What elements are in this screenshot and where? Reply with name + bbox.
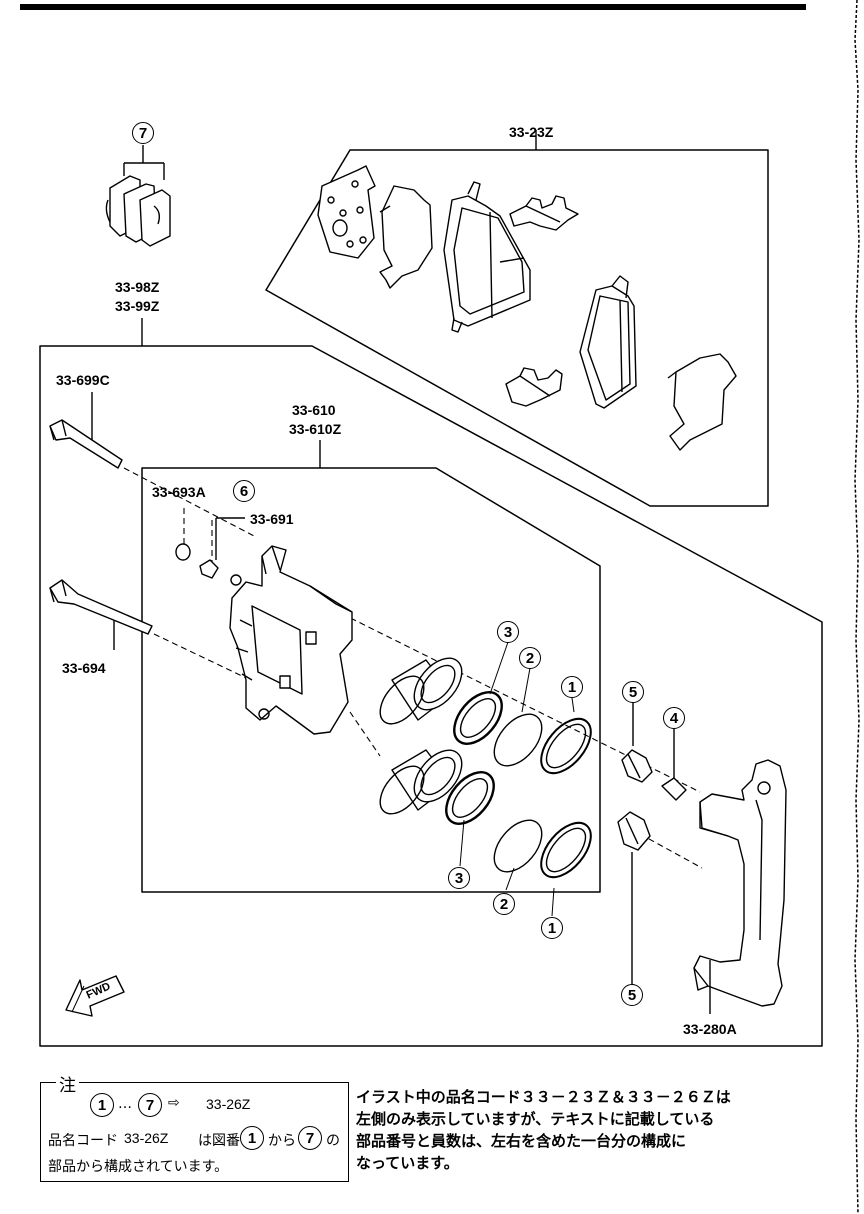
piston-lower [379,749,463,815]
label-guide-pin-lower: 33-694 [62,660,106,676]
guide-pin-lower [49,579,153,650]
callout-1-boot-lower: 1 [541,917,563,939]
note-line2-code: 33-26Z [124,1130,169,1146]
label-caliper-b: 33-610Z [289,421,342,437]
note-circle-7: 7 [138,1093,162,1117]
description-line-1: イラスト中の品名コード３３－２３Ｚ＆３３－２６Ｚは [356,1088,731,1106]
label-guide-pin-upper: 33-699C [56,372,110,388]
callout-2-ring-upper: 2 [519,647,541,669]
pad-clip-upper [509,195,579,231]
description-text: イラスト中の品名コード３３－２３Ｚ＆３３－２６Ｚは 左側のみ表示していますが、テ… [356,1086,816,1174]
bleeder-cap [175,543,191,561]
label-caliper-a: 33-610 [292,402,336,418]
label-pad-kit: 33-23Z [509,124,554,140]
note-code-1: 33-26Z [206,1096,251,1112]
note-line2-circle-7: 7 [298,1126,322,1150]
callout-5-pin-boot-upper: 5 [622,681,644,703]
pin-boot-lower [617,811,651,986]
guide-pin-upper [49,392,123,469]
pad-clip-lower [505,367,563,407]
note-line3: 部品から構成されています。 [48,1159,229,1175]
top-rule [20,4,806,10]
caliper-body-frame [141,440,601,893]
label-shim-kit-a: 33-98Z [115,279,160,295]
note-line2-mid: は図番 [198,1133,240,1149]
callout-7-shim-kit: 7 [132,122,154,144]
note-circle-1: 1 [90,1093,114,1117]
callout-6-bleeder-set: 6 [233,480,255,502]
piston-upper [379,657,463,725]
shim-perforated [317,165,376,259]
piston-seal-lower [445,771,495,867]
piston-seal-upper [453,641,509,745]
label-shim-kit-b: 33-99Z [115,298,160,314]
description-line-2: 左側のみ表示していますが、テキストに記載している [356,1110,715,1128]
note-box [40,1082,349,1182]
note-line2-circle-1: 1 [240,1126,264,1150]
pin-boot-upper [621,702,653,783]
shim-plate-lower [667,353,737,451]
note-line2-prefix: 品名コード [48,1133,118,1149]
callout-5-pin-boot-lower: 5 [621,984,643,1006]
callout-3-seal-upper: 3 [497,621,519,643]
bleeder-screw [199,517,245,586]
callout-1-boot-upper: 1 [561,676,583,698]
note-arrow: ⇨ [168,1095,180,1111]
label-bleeder-cap: 33-693A [152,484,206,500]
shim-plate [379,185,433,289]
note-ellipsis: … [118,1096,132,1112]
label-bracket: 33-280A [683,1021,737,1037]
pin-sleeve [661,728,687,801]
callout-3-seal-lower: 3 [448,867,470,889]
note-line2-kara: から [268,1133,296,1149]
callout-4-sleeve: 4 [663,707,685,729]
caliper-body [229,545,353,735]
shim-kit-small [105,145,171,247]
brake-pad-lower [579,275,637,409]
pad-kit-group [265,130,769,507]
scan-edge [854,0,860,1214]
caliper-kit-frame [39,318,823,1047]
o-ring-lower [493,819,543,891]
description-line-4: なっています。 [356,1154,459,1172]
note-title: 注 [56,1071,79,1096]
fwd-arrow-marker [65,975,125,1017]
caliper-bracket [693,759,787,1014]
callout-2-ring-lower: 2 [493,893,515,915]
description-line-3: 部品番号と員数は、左右を含めた一台分の構成に [356,1132,687,1150]
dust-boot-upper [540,697,592,775]
label-bleeder-screw: 33-691 [250,511,294,527]
note-line2-no: の [326,1133,340,1149]
o-ring-upper [493,667,543,767]
brake-pad-upper [443,181,531,333]
dust-boot-lower [540,821,592,917]
